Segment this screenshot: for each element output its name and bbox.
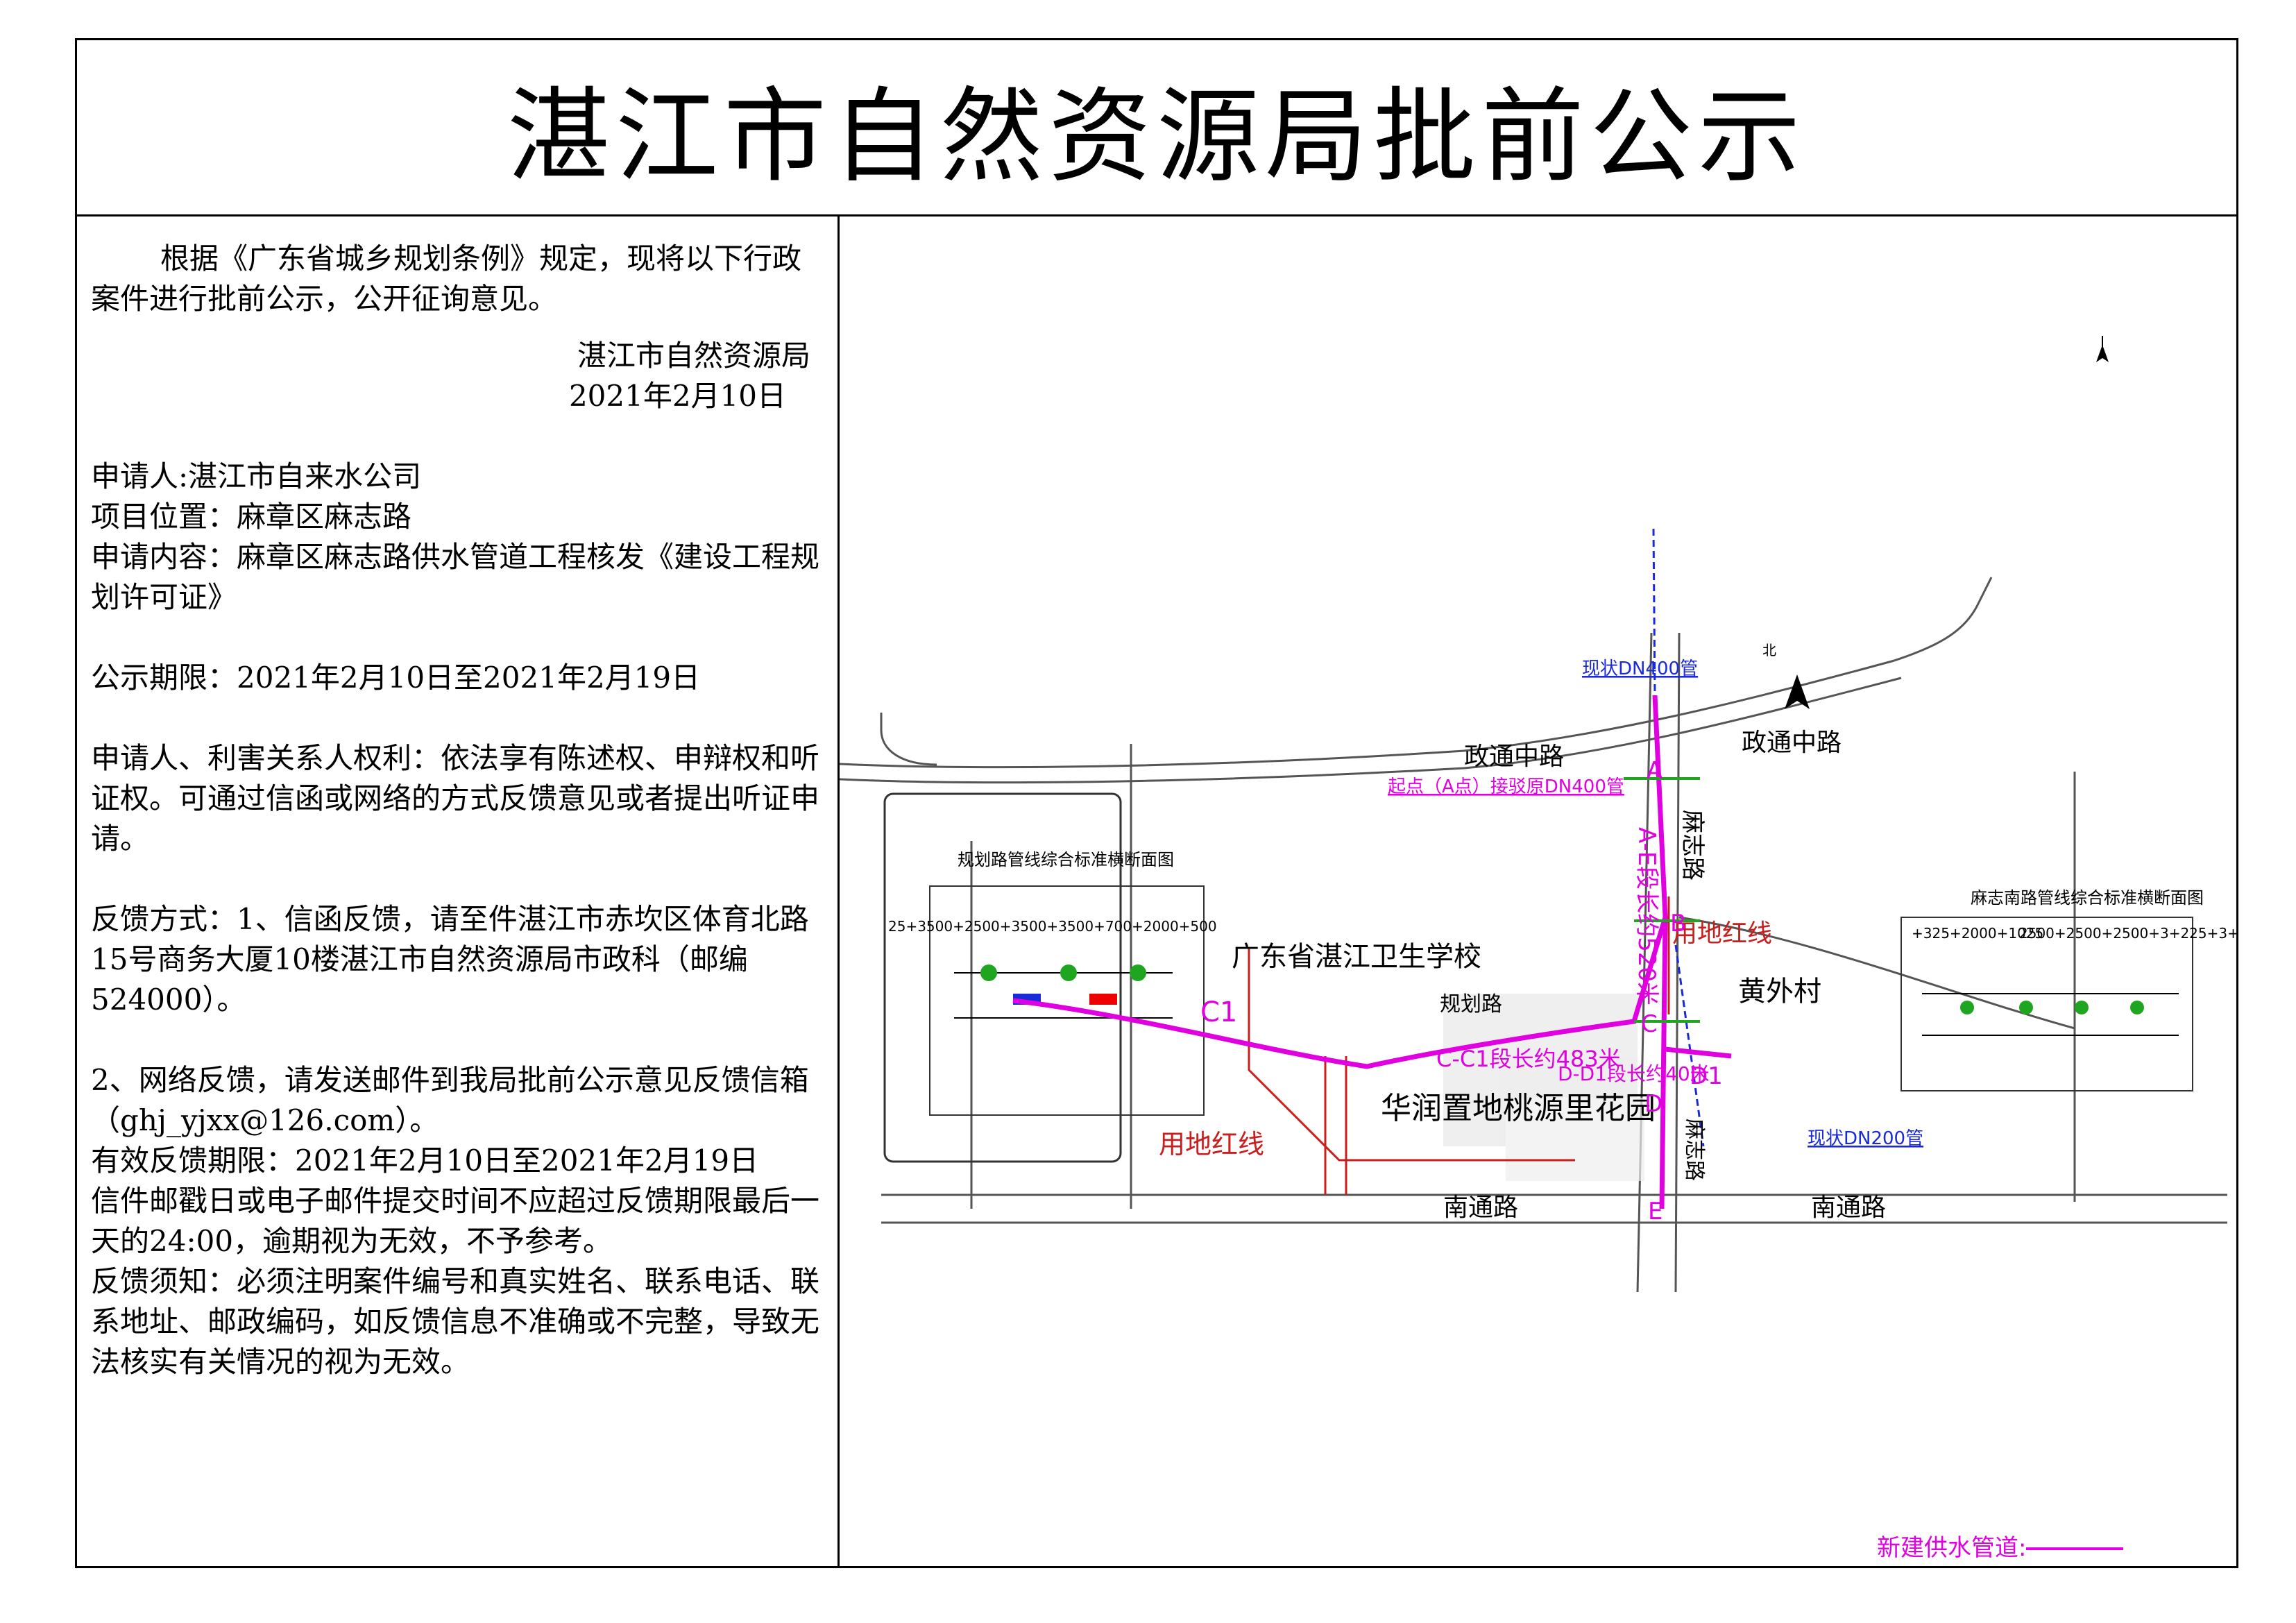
section-markers [1624, 777, 1700, 1023]
existing-dn400-pipe [1652, 528, 1656, 696]
road-nantong-west: 南通路 [1443, 1193, 1518, 1222]
new-pipeline [1012, 695, 1732, 1209]
road-mazhi-south: 麻志路 [1682, 1119, 1706, 1181]
legend-new-pipe-label: 新建供水管道: [1877, 1534, 2026, 1562]
point-e: E [1648, 1198, 1663, 1225]
cross-section-right-dims: +325+2000+1025 [1912, 925, 2043, 942]
village-label: 黄外村 [1738, 976, 1821, 1008]
point-c1: C1 [1200, 996, 1237, 1028]
notice-feedback-1: 反馈方式：1、信函反馈，请至件湛江市赤坎区体育北路15号商务大厦10楼湛江市自然… [91, 902, 809, 1017]
cross-section-right-dims-2: 2500+2500+2500+3+225+3+25=1025 [2019, 925, 2236, 942]
cross-section-right-diagram [1922, 993, 2179, 1036]
site-plan-map: 北 现状DN400管 政通中路 政通中路 起点（A点）接驳原DN400管 A-E… [840, 336, 2236, 1562]
point-a: A [1647, 757, 1663, 785]
cross-section-left-dims: 25+3500+2500+3500+3500+700+2000+500 [888, 918, 1217, 935]
land-red-line-label-1: 用地红线 [1672, 919, 1772, 948]
block-outlines [883, 792, 2193, 1163]
road-zhengtong-east: 政通中路 [1742, 729, 1842, 757]
notice-location: 项目位置：麻章区麻志路 [91, 500, 412, 534]
roads [840, 577, 2227, 1293]
point-b: B [1670, 910, 1686, 937]
notice-applicant: 申请人:湛江市自来水公司 [91, 459, 422, 493]
land-red-line-label-2: 用地红线 [1159, 1129, 1264, 1159]
notice-period: 公示期限：2021年2月10日至2021年2月19日 [91, 661, 701, 695]
map-column: 北 现状DN400管 政通中路 政通中路 起点（A点）接驳原DN400管 A-E… [840, 216, 2236, 1566]
point-d1: D1 [1690, 1062, 1723, 1090]
start-point-label: 起点（A点）接驳原DN400管 [1388, 776, 1624, 797]
cross-section-right-title: 麻志南路管线综合标准横断面图 [1971, 888, 2204, 908]
notice-issuer: 湛江市自然资源局 [577, 339, 810, 373]
planned-road-label: 规划路 [1440, 992, 1502, 1017]
notice-text-column: 根据《广东省城乡规划条例》规定，现将以下行政案件进行批前公示，公开征询意见。 湛… [77, 216, 840, 1566]
notice-intro: 根据《广东省城乡规划条例》规定，现将以下行政案件进行批前公示，公开征询意见。 [91, 241, 802, 316]
segment-cc1-label: C-C1段长约483米 [1436, 1046, 1621, 1072]
notice-feedback-2: 2、网络反馈，请发送邮件到我局批前公示意见反馈信箱（ghj_yjxx@126.c… [91, 1063, 809, 1137]
cross-section-left-title: 规划路管线综合标准横断面图 [958, 850, 1174, 869]
notice-date: 2021年2月10日 [568, 379, 786, 413]
page-title: 湛江市自然资源局批前公示 [507, 77, 1806, 196]
north-arrow-icon [1785, 674, 1810, 709]
point-c: C [1641, 1010, 1658, 1038]
notice-requirements: 反馈须知：必须注明案件编号和真实姓名、联系电话、联系地址、邮政编码，如反馈信息不… [91, 1264, 820, 1379]
residential-area [1443, 994, 1644, 1181]
existing-dn200-pipe [1674, 944, 1705, 1147]
notice-deadline: 信件邮戳日或电子邮件提交时间不应超过反馈期限最后一天的24:00，逾期视为无效，… [91, 1184, 820, 1258]
segment-ae-label: A-E段长约520米 [1633, 827, 1660, 1005]
estate-label: 华润置地桃源里花园 [1381, 1091, 1656, 1126]
existing-dn400-label: 现状DN400管 [1582, 658, 1698, 679]
north-arrow-small-icon [2096, 336, 2109, 362]
land-red-lines [1248, 897, 1670, 1195]
point-d: D [1644, 1090, 1663, 1118]
notice-valid-period: 有效反馈期限：2021年2月10日至2021年2月19日 [91, 1144, 759, 1178]
segment-dd1-label: D-D1段长约40米 [1558, 1062, 1710, 1085]
road-mazhi-north: 麻志路 [1678, 810, 1706, 881]
existing-dn200-label: 现状DN200管 [1808, 1128, 1923, 1149]
north-label: 北 [1762, 642, 1776, 658]
notice-frame: 湛江市自然资源局批前公示 根据《广东省城乡规划条例》规定，现将以下行政案件进行批… [75, 38, 2238, 1568]
title-row: 湛江市自然资源局批前公示 [77, 40, 2236, 216]
school-label: 广东省湛江卫生学校 [1232, 941, 1481, 973]
road-nantong-east: 南通路 [1811, 1193, 1886, 1222]
notice-rights: 申请人、利害关系人权利：依法享有陈述权、申辩权和听证权。可通过信函或网络的方式反… [91, 741, 820, 856]
notice-content: 申请内容：麻章区麻志路供水管道工程核发《建设工程规划许可证》 [91, 540, 820, 614]
road-zhengtong-west: 政通中路 [1464, 742, 1564, 771]
